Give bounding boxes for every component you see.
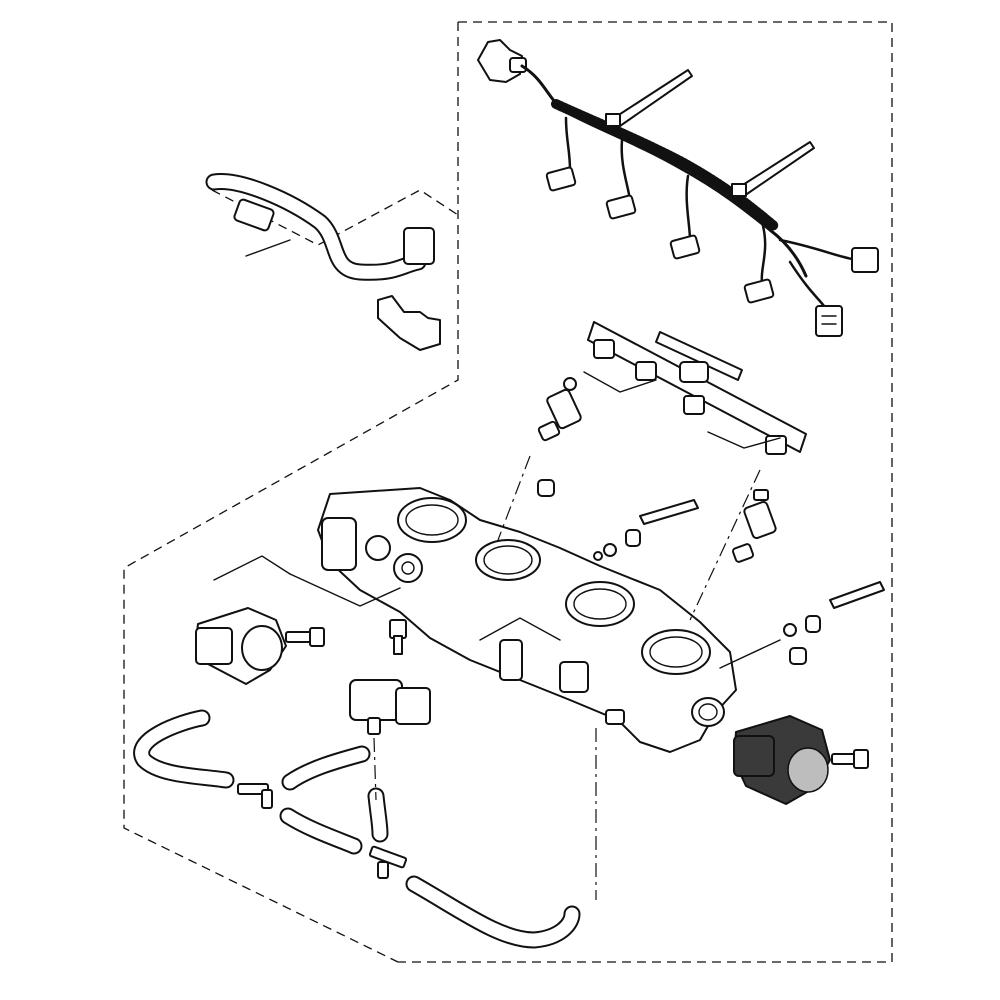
harness-group-boundary	[398, 21, 893, 963]
fuel-injector	[537, 377, 777, 563]
vacuum-hose	[133, 709, 625, 949]
throttle-position-sensor	[195, 607, 287, 685]
highlighted-sensor	[733, 715, 831, 805]
bolt	[285, 619, 869, 769]
map-sensor	[349, 679, 431, 735]
wiring-harness	[477, 39, 879, 337]
fuel-hose	[205, 173, 441, 351]
idle-screw	[537, 479, 885, 665]
throttle-body	[317, 487, 737, 753]
fuel-rail	[583, 321, 807, 455]
leader-lines	[213, 239, 781, 900]
throttle-group-boundary	[123, 195, 459, 963]
hose-group-boundary	[211, 189, 459, 246]
